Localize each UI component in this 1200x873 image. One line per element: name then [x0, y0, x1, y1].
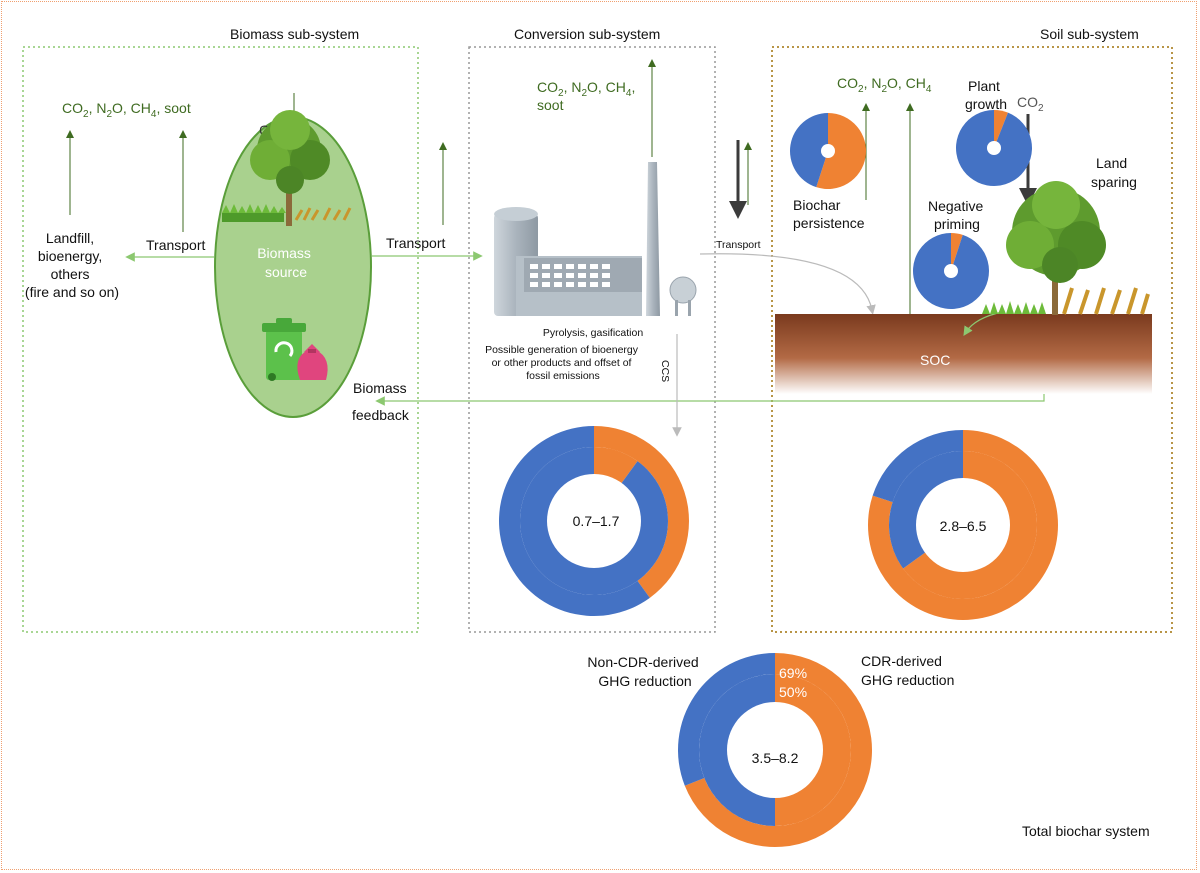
- non-cdr-label: Non-CDR-derived GHG reduction: [587, 654, 702, 689]
- biochar-persistence-pie-cdr-segment: [816, 113, 866, 189]
- conversion-donut-outer-non-cdr-segment: [499, 426, 650, 616]
- soil-frame: [771, 46, 1173, 633]
- total-title: Total biochar system: [1022, 823, 1150, 839]
- conversion-range: 0.7–1.7: [573, 513, 620, 529]
- transport-right-label: Transport: [386, 235, 446, 251]
- cdr-label: CDR-derived GHG reduction: [861, 653, 954, 688]
- biochar-persistence-label: Biochar persistence: [793, 197, 865, 231]
- plant-growth-pie-cdr-segment: [994, 110, 1008, 148]
- biochar-persistence-pie-non-cdr-segment: [789, 113, 828, 188]
- biomass-destination: Landfill, bioenergy, others (fire and so…: [25, 230, 119, 300]
- negative-priming-pie-center: [944, 264, 958, 278]
- plant-growth-pie-center: [987, 141, 1001, 155]
- biomass-source-label: Biomass source: [257, 245, 315, 280]
- plant-growth-label: Plant growth: [965, 78, 1007, 112]
- conversion-title: Conversion sub-system: [514, 26, 660, 42]
- conversion-transport-arrow: [699, 253, 876, 315]
- total-donut-outer-non-cdr-segment: [677, 653, 775, 786]
- recycle-bin-icon: [262, 318, 306, 381]
- soil-co2-label: CO2: [1017, 94, 1044, 114]
- total-donut-center: [727, 702, 823, 798]
- soil-donut-center: [916, 478, 1010, 572]
- conversion-transport-label: Transport: [716, 239, 761, 251]
- negative-priming-label: Negative priming: [928, 198, 987, 232]
- conversion-donut-outer-cdr-segment: [594, 426, 689, 598]
- biomass-title: Biomass sub-system: [230, 26, 359, 42]
- charts-layer: [499, 110, 1058, 847]
- garbage-bag-icon: [297, 344, 328, 380]
- soil-range: 2.8–6.5: [940, 518, 987, 534]
- conversion-emissions: CO2, N2O, CH4, soot: [537, 79, 639, 113]
- transport-left-label: Transport: [146, 237, 206, 253]
- conversion-donut-center: [547, 474, 641, 568]
- soc-label: SOC: [920, 352, 950, 368]
- tree-icon: [250, 110, 330, 226]
- grass-strip-icon: [222, 204, 352, 222]
- cdr-pct-inner: 50%: [779, 684, 807, 700]
- conversion-note: Possible generation of bioenergy or othe…: [485, 344, 641, 382]
- pyrolysis-plant-icon: [494, 162, 697, 316]
- soil-title: Soil sub-system: [1040, 26, 1139, 42]
- biochar-persistence-pie-center: [821, 144, 835, 158]
- grass-icon: [982, 287, 1150, 315]
- crop-tree-icon: [1006, 181, 1106, 315]
- biomass-feedback-label: Biomass feedback: [352, 380, 411, 423]
- soil-band: [775, 314, 1152, 394]
- cdr-pct-outer: 69%: [779, 665, 807, 681]
- ccs-label: CCS: [659, 360, 671, 382]
- negative-priming-pie-cdr-segment: [951, 233, 963, 271]
- soil-donut-outer-non-cdr-segment: [872, 430, 963, 503]
- soil-emissions: CO2, N2O, CH4: [837, 75, 932, 95]
- biomass-emissions: CO2, N2O, CH4, soot: [62, 100, 191, 120]
- land-sparing-label: Land sparing: [1091, 155, 1137, 190]
- total-range: 3.5–8.2: [752, 750, 799, 766]
- pyrolysis-label: Pyrolysis, gasification: [543, 327, 644, 339]
